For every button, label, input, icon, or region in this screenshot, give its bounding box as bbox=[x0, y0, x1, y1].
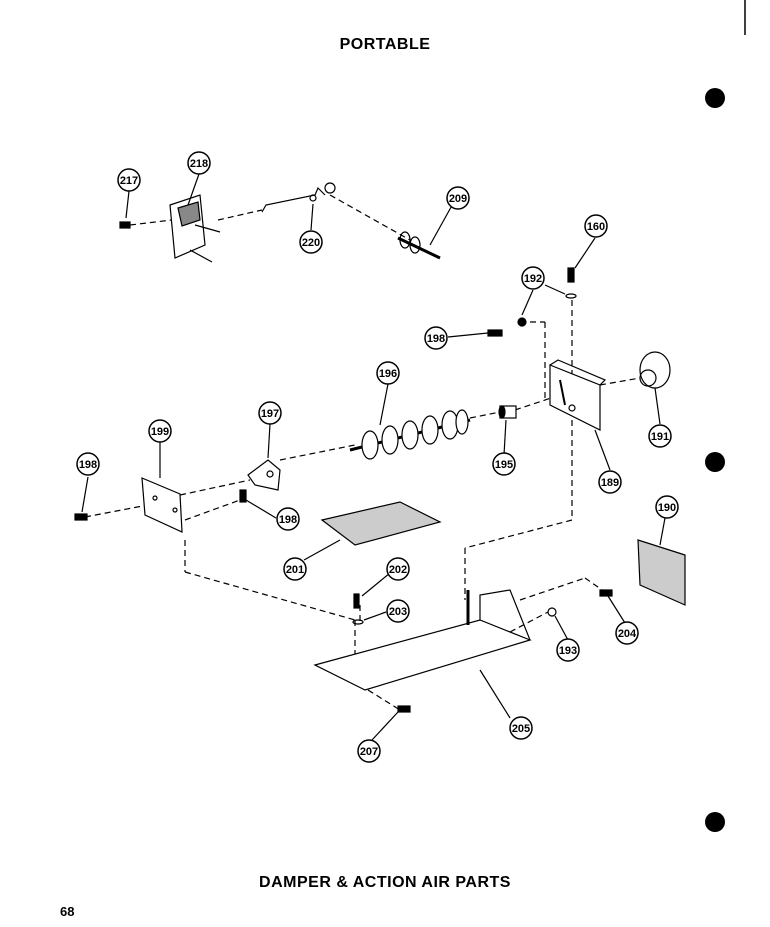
motor-191 bbox=[639, 351, 671, 389]
page-title: PORTABLE bbox=[339, 36, 431, 53]
svg-text:204: 204 bbox=[618, 628, 637, 640]
svg-text:209: 209 bbox=[449, 193, 467, 205]
callout-205: 205 bbox=[509, 716, 533, 740]
svg-text:190: 190 bbox=[658, 502, 676, 514]
callout-207: 207 bbox=[357, 739, 381, 763]
svg-text:199: 199 bbox=[151, 426, 169, 438]
filter-190 bbox=[637, 539, 686, 606]
screw-202 bbox=[353, 593, 360, 609]
svg-text:196: 196 bbox=[379, 368, 397, 380]
link-220 bbox=[261, 182, 336, 213]
callout-197: 197 bbox=[258, 401, 282, 425]
callout-195: 195 bbox=[492, 452, 516, 476]
washer-203 bbox=[352, 619, 364, 625]
svg-text:195: 195 bbox=[495, 459, 513, 471]
callout-198-left: 198 bbox=[76, 452, 100, 476]
svg-text:198: 198 bbox=[79, 459, 97, 471]
svg-text:192: 192 bbox=[524, 273, 542, 285]
diagram-caption: DAMPER & ACTION AIR PARTS bbox=[259, 874, 511, 891]
callout-202: 202 bbox=[386, 557, 410, 581]
callout-204: 204 bbox=[615, 621, 639, 645]
callout-203: 203 bbox=[386, 599, 410, 623]
callout-191: 191 bbox=[648, 424, 672, 448]
svg-text:189: 189 bbox=[601, 477, 619, 489]
svg-text:198: 198 bbox=[427, 333, 445, 345]
svg-text:202: 202 bbox=[389, 564, 407, 576]
shaft-209 bbox=[397, 231, 441, 260]
screw-207 bbox=[397, 705, 411, 713]
callout-199: 199 bbox=[148, 419, 172, 443]
nut-193 bbox=[547, 607, 557, 617]
screw-204 bbox=[599, 589, 613, 597]
svg-text:218: 218 bbox=[190, 158, 208, 170]
svg-text:203: 203 bbox=[389, 606, 407, 618]
assembly-lines bbox=[84, 194, 641, 711]
screw-217 bbox=[119, 221, 131, 229]
callout-201: 201 bbox=[283, 557, 307, 581]
leader-lines bbox=[81, 173, 666, 741]
callout-217: 217 bbox=[117, 168, 141, 192]
nut-192 bbox=[517, 317, 527, 327]
page-number: 68 bbox=[60, 904, 75, 919]
svg-text:205: 205 bbox=[512, 723, 530, 735]
callout-190: 190 bbox=[655, 495, 679, 519]
callouts: 217 218 220 209 160 192 198 196 197 199 … bbox=[76, 151, 679, 763]
screw-198-mid bbox=[239, 489, 247, 503]
svg-text:217: 217 bbox=[120, 175, 138, 187]
fan-196 bbox=[349, 409, 471, 460]
bushing-195 bbox=[498, 405, 517, 419]
screw-198-top bbox=[487, 329, 503, 337]
svg-text:220: 220 bbox=[302, 237, 320, 249]
binder-hole-bottom bbox=[705, 812, 725, 832]
binder-hole-middle bbox=[705, 452, 725, 472]
svg-text:201: 201 bbox=[286, 564, 304, 576]
callout-220: 220 bbox=[299, 230, 323, 254]
callout-198-top: 198 bbox=[424, 326, 448, 350]
callout-196: 196 bbox=[376, 361, 400, 385]
callout-218: 218 bbox=[187, 151, 211, 175]
screw-160 bbox=[565, 267, 577, 299]
screw-198-left bbox=[74, 513, 88, 521]
binder-hole-top bbox=[705, 88, 725, 108]
svg-text:193: 193 bbox=[559, 645, 577, 657]
svg-text:191: 191 bbox=[651, 431, 669, 443]
plate-199 bbox=[141, 477, 183, 533]
svg-text:207: 207 bbox=[360, 746, 378, 758]
svg-text:198: 198 bbox=[279, 514, 297, 526]
bearing-197 bbox=[247, 459, 281, 491]
base-plate-205 bbox=[313, 589, 532, 691]
plate-189 bbox=[549, 359, 607, 431]
callout-193: 193 bbox=[556, 638, 580, 662]
callout-198-mid: 198 bbox=[276, 507, 300, 531]
callout-160: 160 bbox=[584, 214, 608, 238]
callout-189: 189 bbox=[598, 470, 622, 494]
callout-192: 192 bbox=[521, 266, 545, 290]
callout-209: 209 bbox=[446, 186, 470, 210]
svg-text:160: 160 bbox=[587, 221, 605, 233]
filter-201 bbox=[320, 501, 442, 546]
bracket-218 bbox=[169, 194, 221, 263]
svg-text:197: 197 bbox=[261, 408, 279, 420]
